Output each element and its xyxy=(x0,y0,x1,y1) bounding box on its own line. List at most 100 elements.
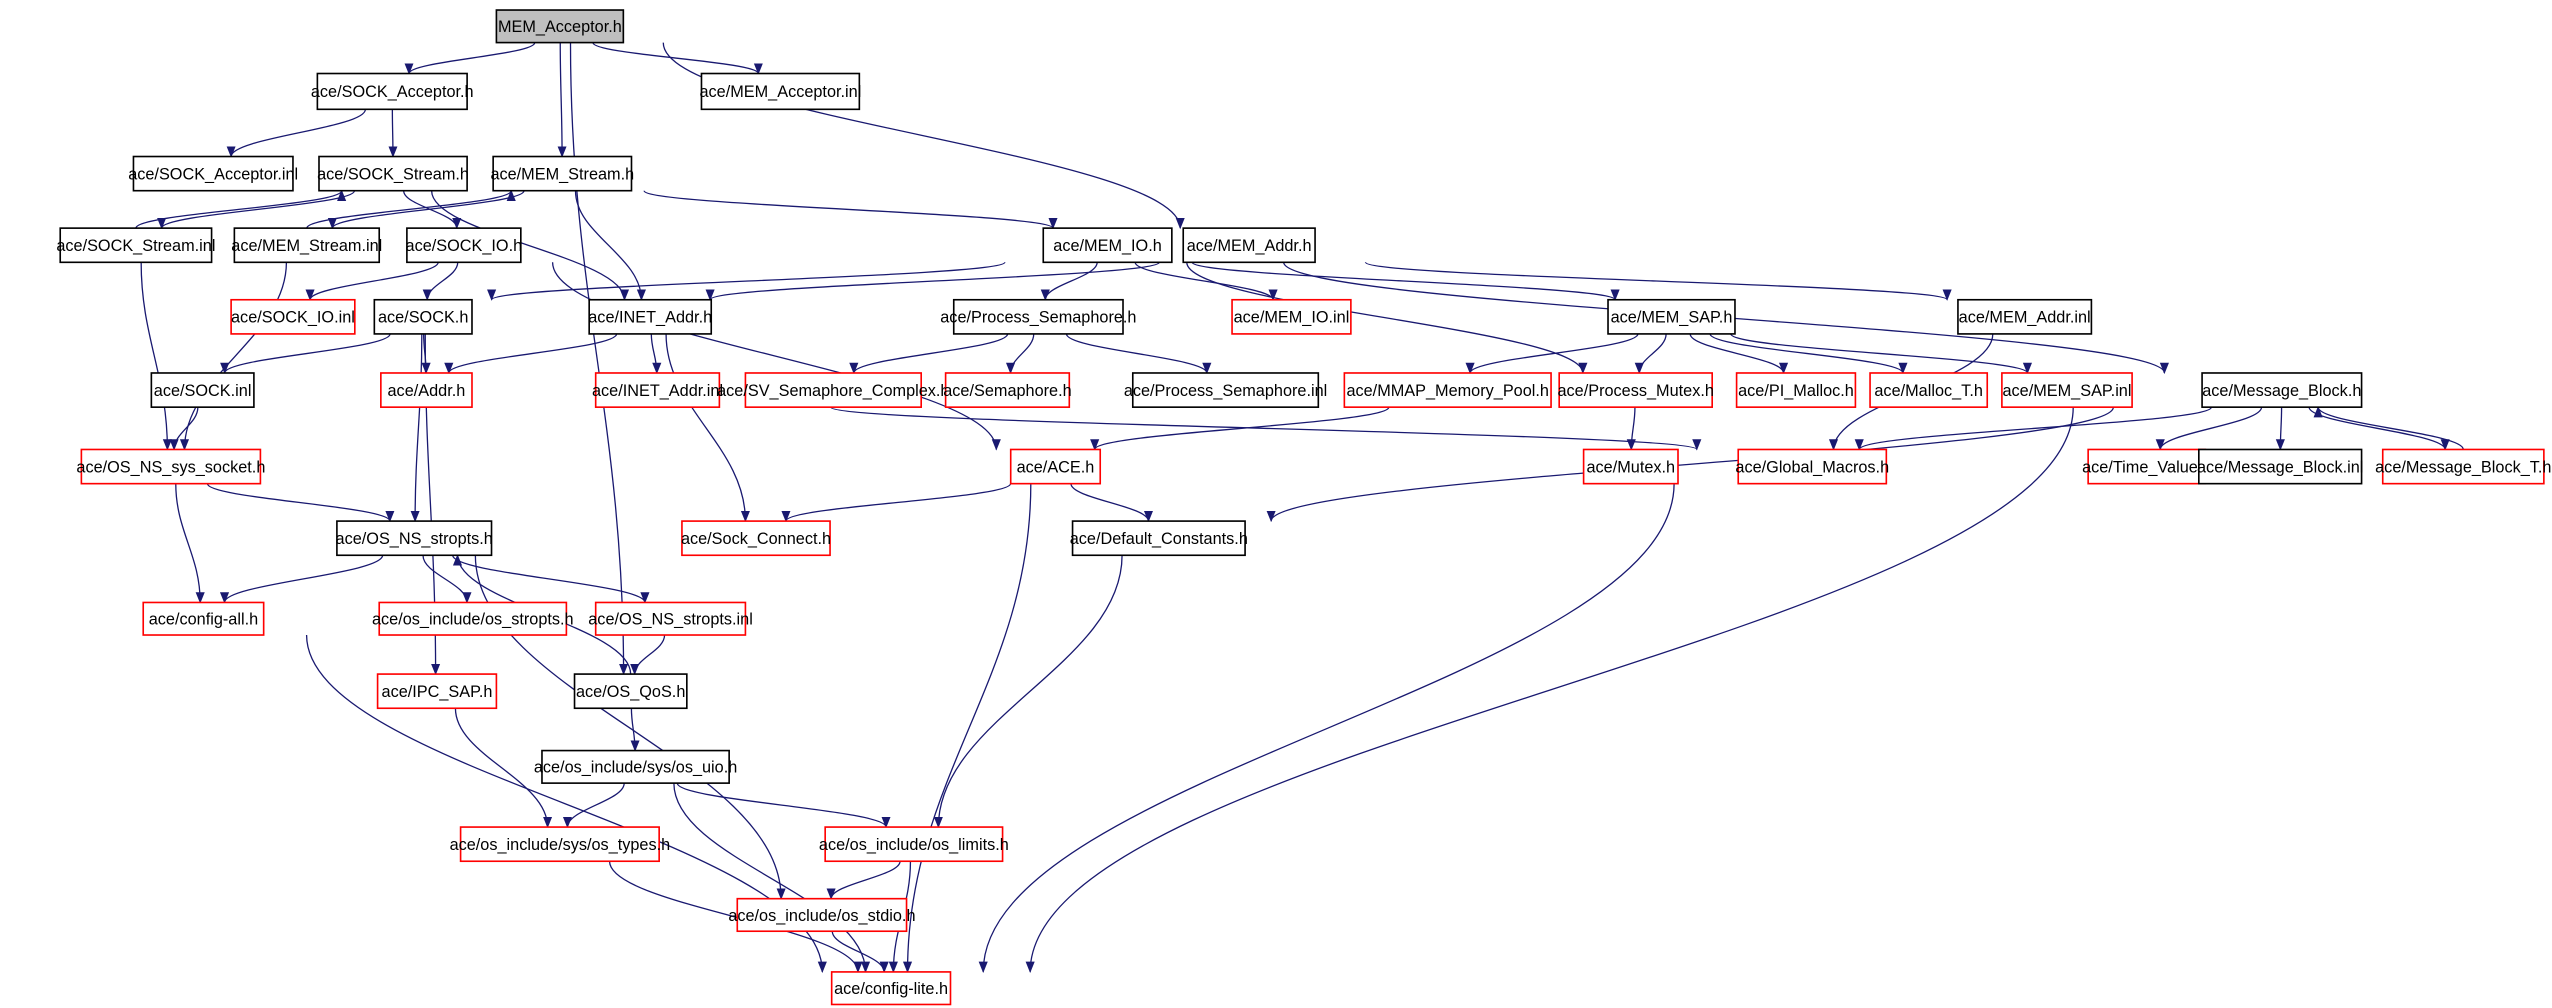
node-ace-sock-h[interactable]: ace/SOCK.h xyxy=(373,298,473,335)
node-ace-sock-stream-h[interactable]: ace/SOCK_Stream.h xyxy=(317,155,469,192)
node-ace-pi-malloc-h[interactable]: ace/PI_Malloc.h xyxy=(1735,372,1857,408)
node-box xyxy=(132,155,294,192)
node-label: ace/MEM_Stream.inl xyxy=(231,237,382,255)
node-ace-malloc-t-h[interactable]: ace/Malloc_T.h xyxy=(1869,372,1989,408)
node-ace-process-mutex-h[interactable]: ace/Process_Mutex.h xyxy=(1557,372,1714,408)
node-label: ace/MEM_IO.h xyxy=(1053,237,1161,255)
node-ace-inet-addr-h[interactable]: ace/INET_Addr.h xyxy=(588,298,712,335)
node-box xyxy=(378,601,568,636)
node-ace-os-include-sys-os-uio-h[interactable]: ace/os_include/sys/os_uio.h xyxy=(534,749,737,784)
edge-ace-sock-h-to-ace-os-ns-stropts-h xyxy=(410,333,423,523)
node-box xyxy=(830,971,952,1006)
node-ace-mem-acceptor-inl[interactable]: ace/MEM_Acceptor.inl xyxy=(699,72,861,111)
edge-ace-process-mutex-h-to-ace-mutex-h xyxy=(1626,407,1636,451)
node-ace-mem-sap-h[interactable]: ace/MEM_SAP.h xyxy=(1607,298,1736,335)
edge-ace-os-include-os-stdio-h-to-ace-config-lite-h xyxy=(831,931,889,974)
edge-ace-mem-addr-h-to-ace-inet-addr-h xyxy=(705,261,1160,301)
node-ace-process-semaphore-inl[interactable]: ace/Process_Semaphore.inl xyxy=(1124,372,1327,408)
node-label: ace/config-lite.h xyxy=(834,980,948,998)
node-ace-mem-io-inl[interactable]: ace/MEM_IO.inl xyxy=(1231,298,1352,335)
node-ace-os-ns-stropts-h[interactable]: ace/OS_NS_stropts.h xyxy=(336,520,493,557)
node-label: ace/OS_NS_stropts.inl xyxy=(588,611,753,629)
node-ace-sock-io-h[interactable]: ace/SOCK_IO.h xyxy=(406,227,523,264)
node-box xyxy=(1957,298,2093,335)
edge-ace-os-include-os-limits-h-to-ace-os-include-os-stdio-h xyxy=(826,861,901,900)
node-label: ace/SOCK_Stream.inl xyxy=(56,237,215,255)
edge-ace-message-block-h-to-ace-default-constants-h xyxy=(1266,406,2115,523)
edge-ace-mem-io-h-to-ace-process-mutex-h xyxy=(1186,262,1588,375)
node-ace-sock-stream-inl[interactable]: ace/SOCK_Stream.inl xyxy=(56,227,215,264)
edge-ace-os-ns-stropts-inl-to-ace-os-qos-h xyxy=(630,634,666,676)
node-ace-sv-semaphore-complex-h[interactable]: ace/SV_Semaphore_Complex.h xyxy=(717,372,949,408)
node-ace-sock-io-inl[interactable]: ace/SOCK_IO.inl xyxy=(230,298,356,335)
node-ace-message-block-t-h[interactable]: ace/Message_Block_T.h xyxy=(2375,448,2551,485)
node-ace-sock-acceptor-h[interactable]: ace/SOCK_Acceptor.h xyxy=(311,72,474,111)
node-box xyxy=(744,372,923,408)
node-mem-acceptor-h[interactable]: MEM_Acceptor.h xyxy=(495,9,625,44)
node-label: ace/MEM_Acceptor.inl xyxy=(699,83,861,101)
edge-mem-acceptor-h-to-ace-os-qos-h xyxy=(569,42,629,676)
node-ace-os-include-os-limits-h[interactable]: ace/os_include/os_limits.h xyxy=(819,826,1009,863)
edge-ace-process-semaphore-h-to-ace-process-semaphore-inl xyxy=(1065,333,1212,375)
edge-ace-os-include-sys-os-uio-h-to-ace-os-include-os-limits-h xyxy=(676,782,891,829)
node-ace-ace-h[interactable]: ace/ACE.h xyxy=(1009,448,1102,485)
edge-ace-sock-stream-inl-to-ace-os-ns-sys-socket-h xyxy=(140,262,172,451)
node-ace-config-all-h[interactable]: ace/config-all.h xyxy=(142,601,265,636)
node-ace-sock-inl[interactable]: ace/SOCK.inl xyxy=(150,372,255,408)
node-ace-mutex-h[interactable]: ace/Mutex.h xyxy=(1582,448,1679,485)
node-ace-sock-connect-h[interactable]: ace/Sock_Connect.h xyxy=(681,520,831,557)
node-ace-mem-stream-h[interactable]: ace/MEM_Stream.h xyxy=(490,155,634,192)
edge-ace-mem-io-h-to-ace-mem-io-inl xyxy=(1134,261,1278,301)
node-ace-os-qos-h[interactable]: ace/OS_QoS.h xyxy=(573,673,688,710)
node-ace-mem-addr-h[interactable]: ace/MEM_Addr.h xyxy=(1182,227,1316,264)
node-ace-os-include-os-stdio-h[interactable]: ace/os_include/os_stdio.h xyxy=(728,897,916,933)
node-ace-os-include-os-stropts-h[interactable]: ace/os_include/os_stropts.h xyxy=(372,601,574,636)
node-ace-sock-acceptor-inl[interactable]: ace/SOCK_Acceptor.inl xyxy=(128,155,298,192)
edge-ace-ace-h-to-ace-default-constants-h xyxy=(1070,483,1153,523)
node-box xyxy=(1071,520,1246,557)
node-box xyxy=(541,749,730,784)
node-ace-ipc-sap-h[interactable]: ace/IPC_SAP.h xyxy=(376,673,498,710)
edge-ace-ipc-sap-h-to-ace-os-include-sys-os-types-h xyxy=(454,708,553,829)
node-ace-os-include-sys-os-types-h[interactable]: ace/os_include/sys/os_types.h xyxy=(450,826,671,863)
node-ace-time-value-h[interactable]: ace/Time_Value.h xyxy=(2082,448,2211,485)
node-ace-process-semaphore-h[interactable]: ace/Process_Semaphore.h xyxy=(940,298,1136,335)
node-ace-os-ns-stropts-inl[interactable]: ace/OS_NS_stropts.inl xyxy=(588,601,753,636)
edge-ace-message-block-h-to-ace-global-macros-h xyxy=(1854,406,2213,451)
edge-ace-mem-sap-h-to-ace-process-mutex-h xyxy=(1634,333,1667,375)
node-ace-message-block-h[interactable]: ace/Message_Block.h xyxy=(2201,372,2363,408)
edge-ace-mem-io-h-to-ace-mem-sap-h xyxy=(1191,261,1620,301)
node-ace-mmap-memory-pool-h[interactable]: ace/MMAP_Memory_Pool.h xyxy=(1343,372,1552,408)
node-ace-config-lite-h[interactable]: ace/config-lite.h xyxy=(830,971,952,1006)
node-box xyxy=(952,298,1124,335)
node-box xyxy=(233,227,381,264)
node-label: ace/MEM_Addr.h xyxy=(1187,237,1312,255)
node-ace-mem-io-h[interactable]: ace/MEM_IO.h xyxy=(1042,227,1173,264)
node-box xyxy=(495,9,625,44)
node-ace-default-constants-h[interactable]: ace/Default_Constants.h xyxy=(1070,520,1248,557)
node-label: ace/os_include/os_stdio.h xyxy=(728,907,915,925)
node-box xyxy=(1607,298,1736,335)
node-ace-global-macros-h[interactable]: ace/Global_Macros.h xyxy=(1735,448,1889,485)
node-box xyxy=(230,298,356,335)
edge-ace-mem-sap-h-to-ace-mem-sap-inl xyxy=(1730,333,2032,375)
node-ace-semaphore-h[interactable]: ace/Semaphore.h xyxy=(943,372,1072,408)
node-ace-addr-h[interactable]: ace/Addr.h xyxy=(380,372,473,408)
node-ace-mem-addr-inl[interactable]: ace/MEM_Addr.inl xyxy=(1957,298,2093,335)
node-ace-os-ns-sys-socket-h[interactable]: ace/OS_NS_sys_socket.h xyxy=(76,448,265,485)
node-ace-inet-addr-inl[interactable]: ace/INET_Addr.inl xyxy=(592,372,723,408)
node-label: ace/SOCK.inl xyxy=(154,382,252,400)
edge-ace-inet-addr-h-to-ace-sock-connect-h xyxy=(665,333,750,523)
node-box xyxy=(150,372,255,408)
node-ace-mem-sap-inl[interactable]: ace/MEM_SAP.inl xyxy=(2001,372,2133,408)
node-box xyxy=(1182,227,1316,264)
node-label: ace/os_include/sys/os_uio.h xyxy=(534,759,737,777)
node-label: MEM_Acceptor.h xyxy=(498,18,622,36)
node-ace-mem-stream-inl[interactable]: ace/MEM_Stream.inl xyxy=(231,227,382,264)
node-box xyxy=(1737,448,1888,485)
edge-ace-ace-h-to-ace-config-lite-h xyxy=(902,483,1032,974)
node-ace-message-block-inl[interactable]: ace/Message_Block.inl xyxy=(2197,448,2363,485)
node-label: ace/IPC_SAP.h xyxy=(382,683,493,701)
edge-ace-sock-io-h-to-ace-sock-io-inl xyxy=(305,261,439,301)
